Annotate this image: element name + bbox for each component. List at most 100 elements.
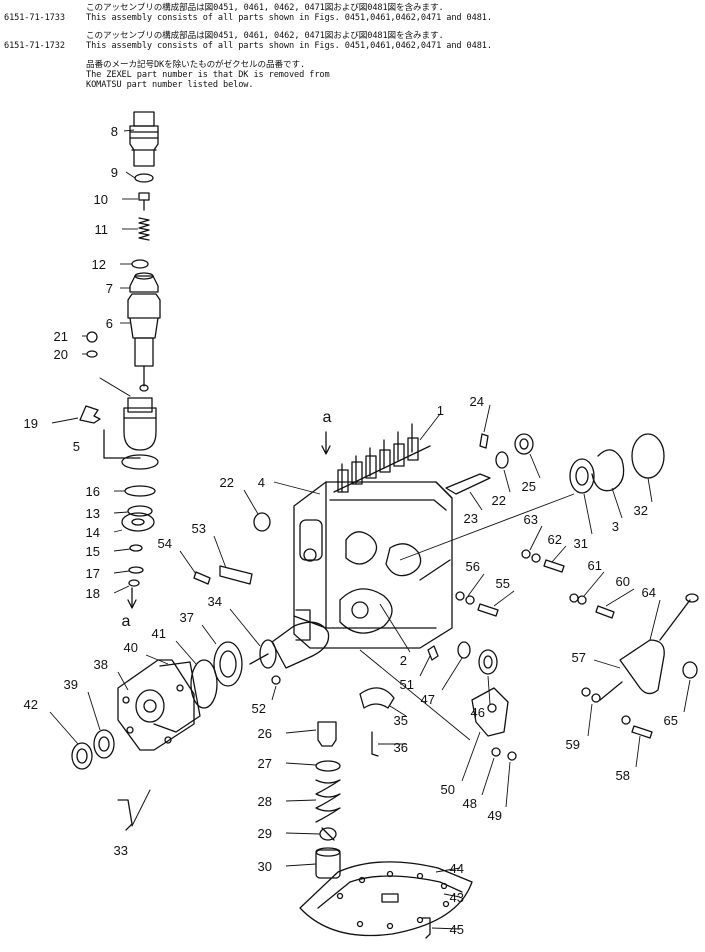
callout-21: 21: [54, 329, 68, 344]
callout-5: 5: [73, 439, 80, 454]
small-o-ring-part: [129, 544, 143, 552]
callout-28: 28: [258, 794, 272, 809]
callout-35: 35: [394, 713, 408, 728]
arrow-label-a-bottom: a: [122, 613, 131, 630]
small-plug-part: [271, 675, 281, 685]
delivery-valve-holder-part: [129, 111, 159, 167]
bolt-58: [631, 725, 653, 739]
part-number-1: 6151-71-1733: [4, 13, 65, 23]
callout-55: 55: [496, 576, 510, 591]
clip-part: [79, 405, 101, 424]
gasket-part: [131, 259, 149, 269]
header-line-2-jp: このアッセンブリの構成部品は図0451, 0461, 0462, 0471図およ…: [4, 31, 444, 41]
nut-part: [86, 331, 98, 343]
callout-38: 38: [94, 657, 108, 672]
callout-22: 22: [220, 475, 234, 490]
plunger-spring-part: [315, 779, 341, 823]
callout-59: 59: [566, 737, 580, 752]
callout-27: 27: [258, 756, 272, 771]
valve-spring-part: [138, 217, 150, 241]
bushing-part: [569, 458, 595, 494]
callout-1: 1: [437, 403, 444, 418]
small-screw-part: [193, 571, 211, 585]
screw-part: [371, 731, 379, 757]
callout-37: 37: [180, 610, 194, 625]
washer-part: [86, 350, 98, 358]
callout-4: 4: [258, 475, 265, 490]
cap-ring-part: [631, 433, 665, 479]
retainer-part: [71, 742, 93, 770]
callout-43: 43: [450, 890, 464, 905]
pump-housing-part: [293, 481, 453, 649]
note-en-2: KOMATSU part number listed below.: [86, 80, 254, 90]
screw-55: [477, 603, 499, 617]
leader-lines: [49, 129, 691, 930]
callout-17: 17: [86, 566, 100, 581]
callout-9: 9: [111, 165, 118, 180]
o-ring-part: [134, 173, 154, 183]
plate-part: [219, 565, 253, 585]
callout-7: 7: [106, 281, 113, 296]
pump-elements-row: [333, 423, 431, 493]
seat-ring-part: [121, 454, 159, 470]
header-line-2-en: 6151-71-1732 This assembly consists of al…: [4, 41, 492, 51]
callout-33: 33: [114, 843, 128, 858]
washer-47: [457, 641, 471, 659]
callout-10: 10: [94, 192, 108, 207]
callout-46: 46: [471, 705, 485, 720]
header-line-1-jp: このアッセンブリの構成部品は図0451, 0461, 0462, 0471図およ…: [4, 3, 444, 13]
valve-stopper-part: [138, 192, 150, 211]
callout-54: 54: [158, 536, 172, 551]
bolt-part: [117, 799, 133, 831]
flange-50: [471, 687, 509, 737]
nut-46: [478, 649, 498, 675]
callout-30: 30: [258, 859, 272, 874]
tappet-part: [317, 721, 337, 747]
part-number-2: 6151-71-1732: [4, 41, 65, 51]
arrow-a-top: [321, 431, 331, 455]
oil-seal-part: [93, 729, 115, 759]
note-jp: 品番のメーカ記号DKを除いたものがゼクセルの品番です.: [86, 60, 306, 70]
callout-57: 57: [572, 650, 586, 665]
callout-19: 19: [24, 416, 38, 431]
callout-39: 39: [64, 677, 78, 692]
seal-ring-part: [190, 659, 218, 709]
spring-seat-part: [121, 512, 155, 532]
callout-14: 14: [86, 525, 100, 540]
gasket-plate-part: [153, 661, 201, 733]
callout-40: 40: [124, 640, 138, 655]
header-jp-2: このアッセンブリの構成部品は図0451, 0461, 0462, 0471図およ…: [86, 31, 444, 41]
callout-53: 53: [192, 521, 206, 536]
callout-layer: 8910111276212019516131415171812442222252…: [24, 124, 678, 937]
spring-lower-seat: [315, 760, 341, 772]
washer-48: [491, 747, 501, 757]
callout-16: 16: [86, 484, 100, 499]
bearing-part: [213, 641, 243, 687]
arrow-label-a-top: a: [323, 409, 332, 426]
callout-61: 61: [588, 558, 602, 573]
bolt-60: [595, 605, 615, 619]
header-en-2: This assembly consists of all parts show…: [86, 41, 492, 51]
callout-42: 42: [24, 697, 38, 712]
callout-22: 22: [492, 493, 506, 508]
callout-32: 32: [634, 503, 648, 518]
callout-60: 60: [616, 574, 630, 589]
note-en-1: The ZEXEL part number is that DK is remo…: [86, 70, 330, 80]
callout-6: 6: [106, 316, 113, 331]
callout-34: 34: [208, 594, 222, 609]
upper-seat-part: [124, 485, 156, 497]
control-sleeve-part: [123, 397, 157, 451]
callout-56: 56: [466, 559, 480, 574]
callout-2: 2: [400, 653, 407, 668]
plunger-barrel-part: [127, 293, 161, 392]
callout-47: 47: [421, 692, 435, 707]
bottom-cover-part: [299, 861, 473, 937]
callout-49: 49: [488, 808, 502, 823]
callout-51: 51: [400, 677, 414, 692]
callout-41: 41: [152, 626, 166, 641]
cover-plate-part: [117, 659, 195, 751]
governor-shim-part: [359, 687, 395, 709]
